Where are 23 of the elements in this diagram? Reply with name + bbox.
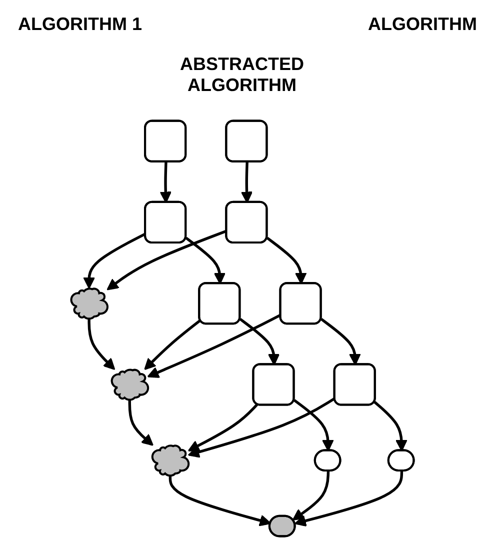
- arrow: [239, 318, 280, 366]
- node-cloud: [151, 444, 190, 477]
- arrow: [292, 471, 330, 520]
- node-cloud: [110, 368, 150, 401]
- arrow: [128, 399, 154, 446]
- arrow: [374, 401, 408, 452]
- arrow: [188, 397, 336, 458]
- arrow: [266, 236, 307, 284]
- arrow: [293, 399, 334, 452]
- arrow: [168, 475, 272, 526]
- arrow: [106, 230, 228, 290]
- column-heading: ALGORITHM: [368, 14, 477, 35]
- arrow: [294, 471, 404, 527]
- arrow: [185, 236, 226, 284]
- arrow: [147, 314, 282, 378]
- node-cloud: [70, 288, 108, 320]
- arrow: [144, 319, 202, 370]
- column-heading: ALGORITHM 1: [18, 14, 142, 35]
- arrow: [188, 404, 258, 452]
- arrow: [88, 318, 116, 370]
- arrow: [320, 318, 361, 366]
- arrow: [83, 232, 146, 289]
- column-heading: ABSTRACTED ALGORITHM: [179, 54, 305, 96]
